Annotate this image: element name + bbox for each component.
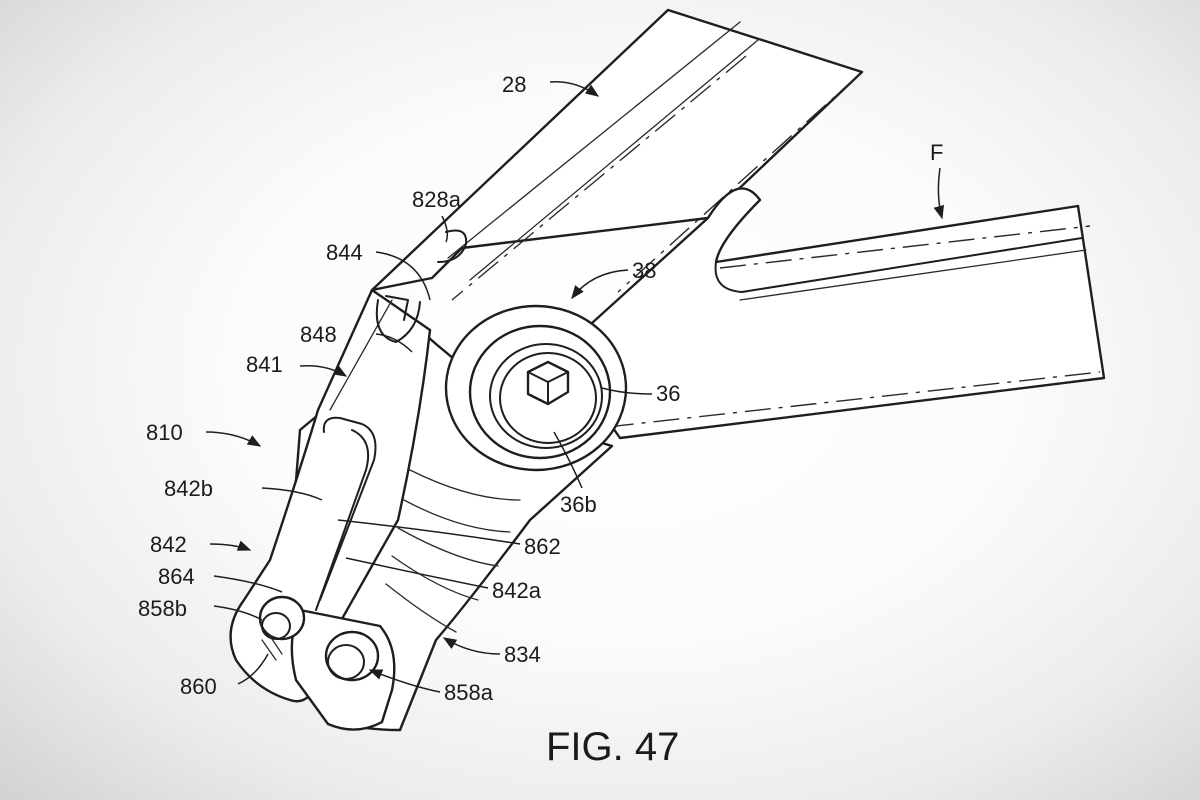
label-864: 864	[158, 564, 195, 589]
label-38: 38	[632, 258, 656, 283]
label-844: 844	[326, 240, 363, 265]
label-842b: 842b	[164, 476, 213, 501]
label-36: 36	[656, 381, 680, 406]
label-860: 860	[180, 674, 217, 699]
figure-caption: FIG. 47	[546, 725, 679, 769]
hole-858b-icon	[260, 597, 304, 639]
label-834: 834	[504, 642, 541, 667]
label-841: 841	[246, 352, 283, 377]
label-F: F	[930, 140, 943, 165]
pivot-assembly-38	[446, 306, 626, 470]
label-810: 810	[146, 420, 183, 445]
label-858a: 858a	[444, 680, 494, 705]
label-36b: 36b	[560, 492, 597, 517]
label-28: 28	[502, 72, 526, 97]
label-842: 842	[150, 532, 187, 557]
label-842a: 842a	[492, 578, 542, 603]
label-828a: 828a	[412, 187, 462, 212]
label-858b: 858b	[138, 596, 187, 621]
label-848: 848	[300, 322, 337, 347]
label-862: 862	[524, 534, 561, 559]
hole-858a-icon	[326, 632, 378, 680]
